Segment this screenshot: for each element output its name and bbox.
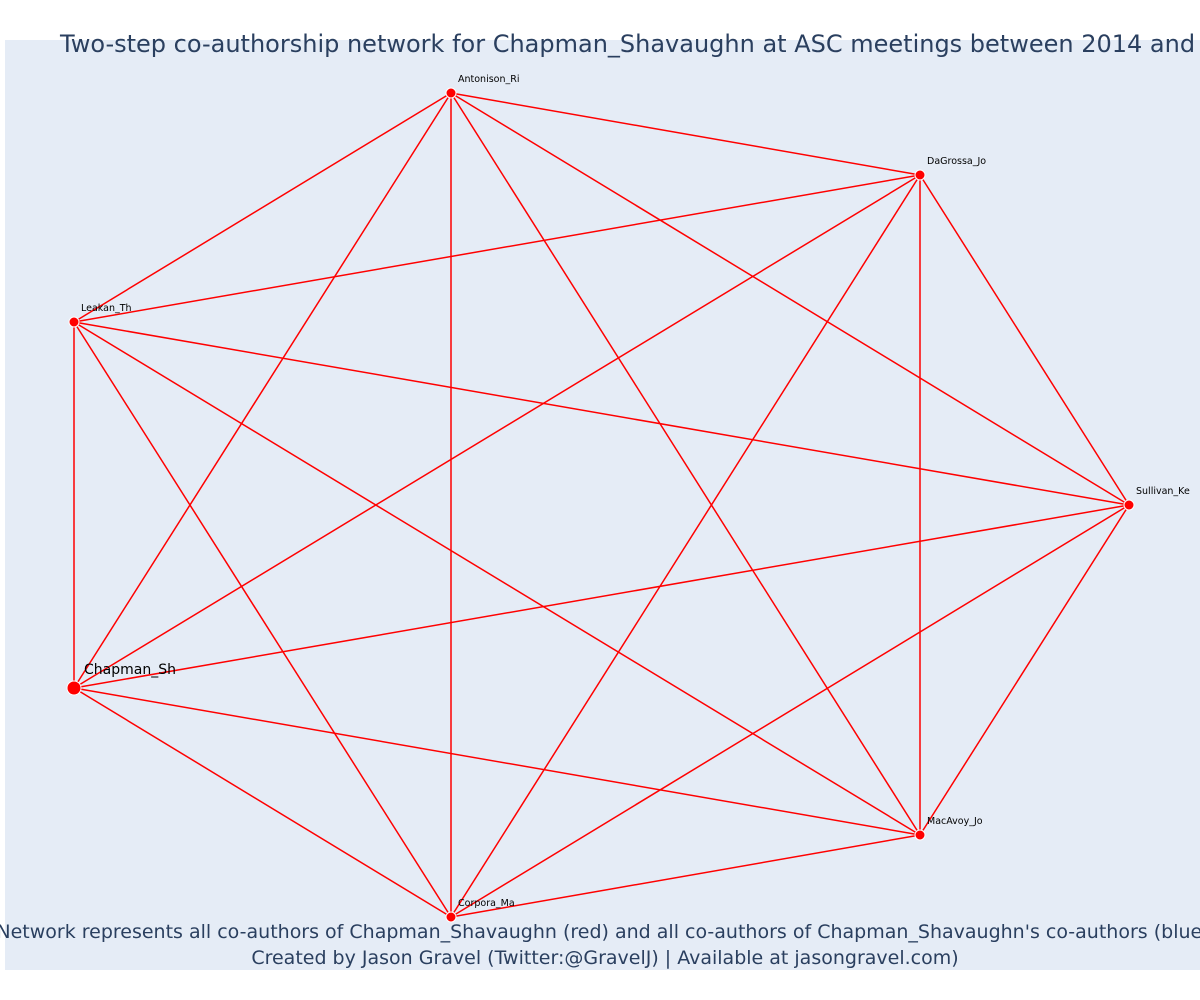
edge-Leakan_Th-Sullivan_Ke <box>73 321 1130 506</box>
edge-Antonison_Ri-Chapman_Sh <box>73 92 452 689</box>
edge-Leakan_Th-Corpora_Ma <box>73 321 452 918</box>
node-label-Antonison_Ri: Antonison_Ri <box>458 74 520 85</box>
edge-Sullivan_Ke-Corpora_Ma <box>450 504 1130 918</box>
edge-DaGrossa_Jo-Corpora_Ma <box>450 174 921 918</box>
node-Chapman_Sh[interactable] <box>66 680 82 696</box>
edges-layer <box>73 92 1130 918</box>
edge-Antonison_Ri-MacAvoy_Jo <box>450 92 921 836</box>
node-label-MacAvoy_Jo: MacAvoy_Jo <box>927 816 983 827</box>
node-Corpora_Ma[interactable] <box>445 911 457 923</box>
node-label-Leakan_Th: Leakan_Th <box>81 303 132 314</box>
caption-line-2: Created by Jason Gravel (Twitter:@Gravel… <box>251 947 958 969</box>
plot-background <box>5 40 1200 970</box>
edge-Sullivan_Ke-MacAvoy_Jo <box>919 504 1130 836</box>
edge-DaGrossa_Jo-Sullivan_Ke <box>919 174 1130 506</box>
labels-layer: Antonison_RiDaGrossa_JoLeakan_ThSullivan… <box>81 74 1190 909</box>
nodes-layer <box>66 87 1135 923</box>
node-DaGrossa_Jo[interactable] <box>914 169 926 181</box>
node-MacAvoy_Jo[interactable] <box>914 829 926 841</box>
edge-Antonison_Ri-Sullivan_Ke <box>450 92 1130 506</box>
edge-Chapman_Sh-Corpora_Ma <box>73 687 452 918</box>
edge-DaGrossa_Jo-Leakan_Th <box>73 174 921 323</box>
node-Sullivan_Ke[interactable] <box>1123 499 1135 511</box>
caption-line-1: Network represents all co-authors of Cha… <box>0 921 1200 943</box>
node-label-Chapman_Sh: Chapman_Sh <box>84 662 176 678</box>
node-label-DaGrossa_Jo: DaGrossa_Jo <box>927 156 986 167</box>
node-label-Sullivan_Ke: Sullivan_Ke <box>1136 486 1190 497</box>
edge-Sullivan_Ke-Chapman_Sh <box>73 504 1130 689</box>
node-Leakan_Th[interactable] <box>68 316 80 328</box>
edge-MacAvoy_Jo-Corpora_Ma <box>450 834 921 918</box>
node-Antonison_Ri[interactable] <box>445 87 457 99</box>
chart-title: Two-step co-authorship network for Chapm… <box>59 30 1200 58</box>
edge-Antonison_Ri-Leakan_Th <box>73 92 452 323</box>
edge-Antonison_Ri-DaGrossa_Jo <box>450 92 921 176</box>
edge-Chapman_Sh-MacAvoy_Jo <box>73 687 921 836</box>
node-label-Corpora_Ma: Corpora_Ma <box>458 898 515 909</box>
edge-DaGrossa_Jo-Chapman_Sh <box>73 174 921 689</box>
edge-Leakan_Th-MacAvoy_Jo <box>73 321 921 836</box>
